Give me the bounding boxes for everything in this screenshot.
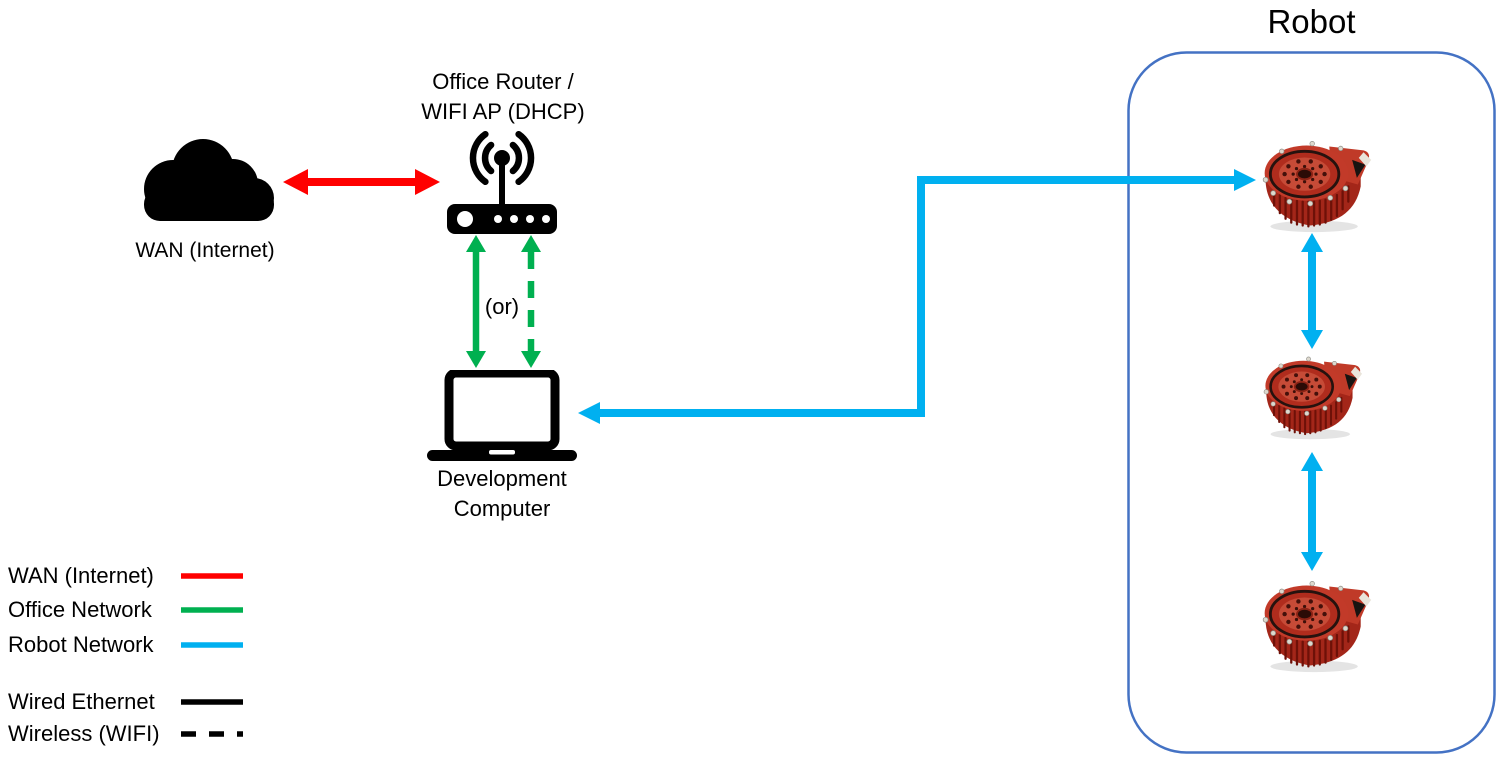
dev-computer-label-line1: Development [437, 466, 567, 491]
router-label-line1: Office Router / [432, 69, 574, 94]
or-label: (or) [484, 294, 520, 319]
legend-swatch-wireless [181, 731, 243, 737]
wan-router-arrow [283, 169, 440, 195]
legend-item-wan: WAN (Internet) [8, 561, 244, 591]
legend-label-wireless: Wireless (WIFI) [8, 721, 160, 746]
router-label: Office Router / WIFI AP (DHCP) [392, 67, 614, 127]
robot-title: Robot [1267, 3, 1356, 40]
dev-computer-label: Development Computer [402, 464, 602, 524]
wan-label: WAN (Internet) [135, 239, 275, 262]
actuator2-actuator3-arrow [1301, 452, 1323, 571]
legend-item-wireless: Wireless (WIFI) [8, 719, 244, 749]
actuator-image-1 [1253, 137, 1379, 234]
legend-item-wired: Wired Ethernet [8, 687, 244, 717]
legend-item-robot: Robot Network [8, 630, 244, 660]
router-computer-wired-arrow [466, 235, 486, 368]
legend-label-robot: Robot Network [8, 632, 154, 657]
legend-swatch-office [181, 607, 243, 613]
router-label-line2: WIFI AP (DHCP) [421, 99, 585, 124]
actuator-image-2 [1255, 353, 1369, 441]
legend-label-wired: Wired Ethernet [8, 689, 155, 714]
cloud-icon [144, 139, 274, 221]
laptop-icon [427, 370, 577, 461]
dev-computer-label-line2: Computer [453, 496, 551, 521]
legend-label-wan: WAN (Internet) [8, 563, 154, 588]
legend-swatch-wan [181, 573, 243, 579]
legend-swatch-robot [181, 642, 243, 648]
computer-robot-arrow [578, 169, 1256, 424]
wifi-router-icon [447, 130, 557, 234]
legend-item-office: Office Network [8, 595, 244, 625]
router-computer-wireless-arrow [521, 235, 541, 368]
legend-label-office: Office Network [8, 597, 152, 622]
actuator-image-3 [1253, 577, 1379, 674]
robot-boundary-box [1127, 51, 1496, 754]
actuator1-actuator2-arrow [1301, 233, 1323, 349]
legend-swatch-wired [181, 699, 243, 705]
